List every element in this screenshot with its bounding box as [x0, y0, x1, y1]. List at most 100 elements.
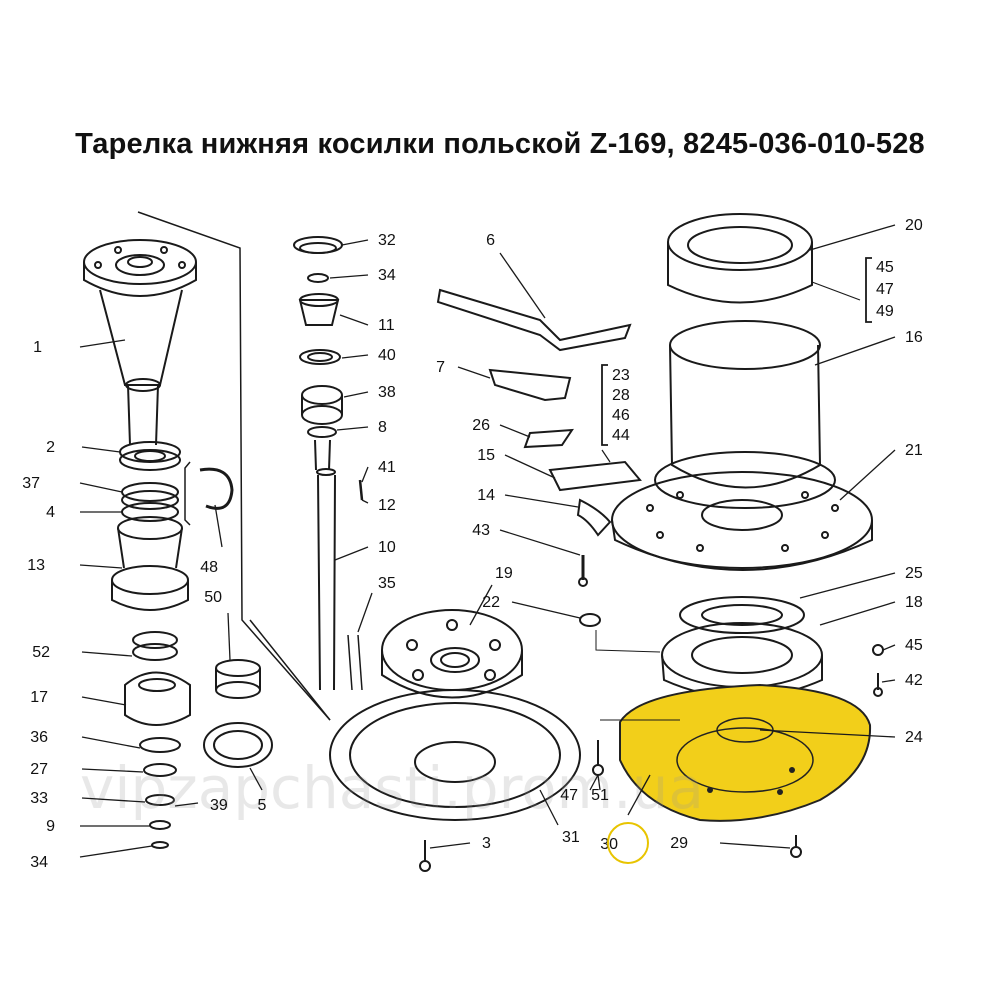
- leader-line-10: [334, 546, 369, 561]
- callout-11: 11: [378, 317, 395, 334]
- part-30-highlight: [619, 683, 872, 822]
- group-mid-item: 28: [612, 387, 630, 404]
- callout-18: 18: [905, 594, 923, 611]
- leader-line-21: [839, 449, 896, 501]
- leader-line-17: [81, 696, 127, 706]
- group-middle: 23 28 46 44: [612, 367, 630, 444]
- callout-32: 32: [378, 232, 396, 249]
- leader-line-5: [249, 767, 263, 791]
- callout-35: 35: [378, 575, 396, 592]
- callout-14: 14: [477, 487, 495, 504]
- leader-line-41: [361, 466, 369, 483]
- callout-38: 38: [378, 384, 396, 401]
- leader-line-47: [589, 774, 599, 791]
- callout-27: 27: [30, 761, 48, 778]
- highlight-circle-30: [607, 822, 649, 864]
- part-19-31-plates: [329, 609, 581, 821]
- leader-line-38: [343, 391, 369, 398]
- leader-line-27: [81, 768, 144, 773]
- leader-line-52: [81, 651, 133, 657]
- callout-10: 10: [378, 539, 396, 556]
- leader-line-36: [81, 736, 141, 749]
- leader-line-20: [809, 224, 896, 251]
- leader-line-7: [457, 366, 491, 379]
- callout-9: 9: [46, 818, 55, 835]
- leader-line-6: [499, 252, 546, 319]
- callout-26: 26: [472, 417, 490, 434]
- callout-34a: 34: [378, 267, 396, 284]
- callout-7: 7: [436, 359, 445, 376]
- callout-1: 1: [33, 339, 42, 356]
- group-tr-item: 47: [876, 281, 894, 298]
- callout-2: 2: [46, 439, 55, 456]
- leader-line-3: [429, 842, 471, 849]
- leader-line-16: [814, 336, 896, 366]
- part-20-16-21-drum: [611, 213, 873, 571]
- callout-42: 42: [905, 672, 923, 689]
- leader-line-33: [81, 797, 146, 803]
- callout-25: 25: [905, 565, 923, 582]
- callout-30: 30: [600, 836, 618, 853]
- callout-22: 22: [482, 594, 500, 611]
- callout-15: 15: [477, 447, 495, 464]
- leader-line-43: [499, 529, 581, 556]
- leader-line-12: [361, 499, 369, 504]
- leader-line-24: [759, 729, 896, 738]
- callout-50: 50: [204, 589, 222, 606]
- callout-37: 37: [22, 475, 40, 492]
- leader-line-13: [79, 564, 123, 569]
- callout-24: 24: [905, 729, 923, 746]
- leader-line-18: [819, 601, 896, 626]
- callout-29: 29: [670, 835, 688, 852]
- leader-line-2: [81, 446, 121, 453]
- leader-line-34a: [329, 274, 369, 279]
- leader-line-32: [341, 239, 369, 246]
- leader-line-48: [214, 504, 223, 548]
- leader-line-31: [539, 789, 559, 826]
- leader-line-25: [799, 572, 896, 599]
- callout-17: 17: [30, 689, 48, 706]
- callout-12: 12: [378, 497, 396, 514]
- callout-47: 47: [560, 787, 578, 804]
- leader-line-1: [79, 339, 126, 348]
- leader-line-19: [469, 584, 493, 626]
- group-mid-item: 23: [612, 367, 630, 384]
- callout-19: 19: [495, 565, 513, 582]
- group-tr-item: 45: [876, 259, 894, 276]
- leader-line-45: [882, 644, 896, 651]
- callout-21: 21: [905, 442, 923, 459]
- leader-line-34b: [79, 845, 153, 858]
- leader-line-37: [79, 482, 123, 493]
- leader-line-22: [511, 601, 581, 619]
- group-mid-item: 46: [612, 407, 630, 424]
- leader-line-40: [341, 354, 369, 359]
- callout-20: 20: [905, 217, 923, 234]
- leader-line-51: [597, 774, 601, 791]
- callout-40: 40: [378, 347, 396, 364]
- callout-52: 52: [32, 644, 50, 661]
- callout-31: 31: [562, 829, 580, 846]
- callout-48: 48: [200, 559, 218, 576]
- leader-line-11: [339, 314, 369, 326]
- leader-line-50: [227, 612, 231, 661]
- group-mid-item: 44: [612, 427, 630, 444]
- part-1-housing: [83, 239, 197, 446]
- callout-39: 39: [210, 797, 228, 814]
- callout-34b: 34: [30, 854, 48, 871]
- leader-line-15: [504, 454, 556, 479]
- callout-43: 43: [472, 522, 490, 539]
- callout-33: 33: [30, 790, 48, 807]
- leader-line-29: [719, 842, 791, 849]
- callout-5: 5: [258, 797, 267, 814]
- leader-line-14: [504, 494, 579, 508]
- callout-36: 36: [30, 729, 48, 746]
- callout-16: 16: [905, 329, 923, 346]
- leader-line-30: [627, 774, 651, 816]
- callout-3: 3: [482, 835, 491, 852]
- callout-45: 45: [905, 637, 923, 654]
- leader-line-42: [881, 679, 896, 683]
- watermark: vipzapchasti.prom.ua: [80, 754, 704, 822]
- leader-line-26: [499, 424, 531, 438]
